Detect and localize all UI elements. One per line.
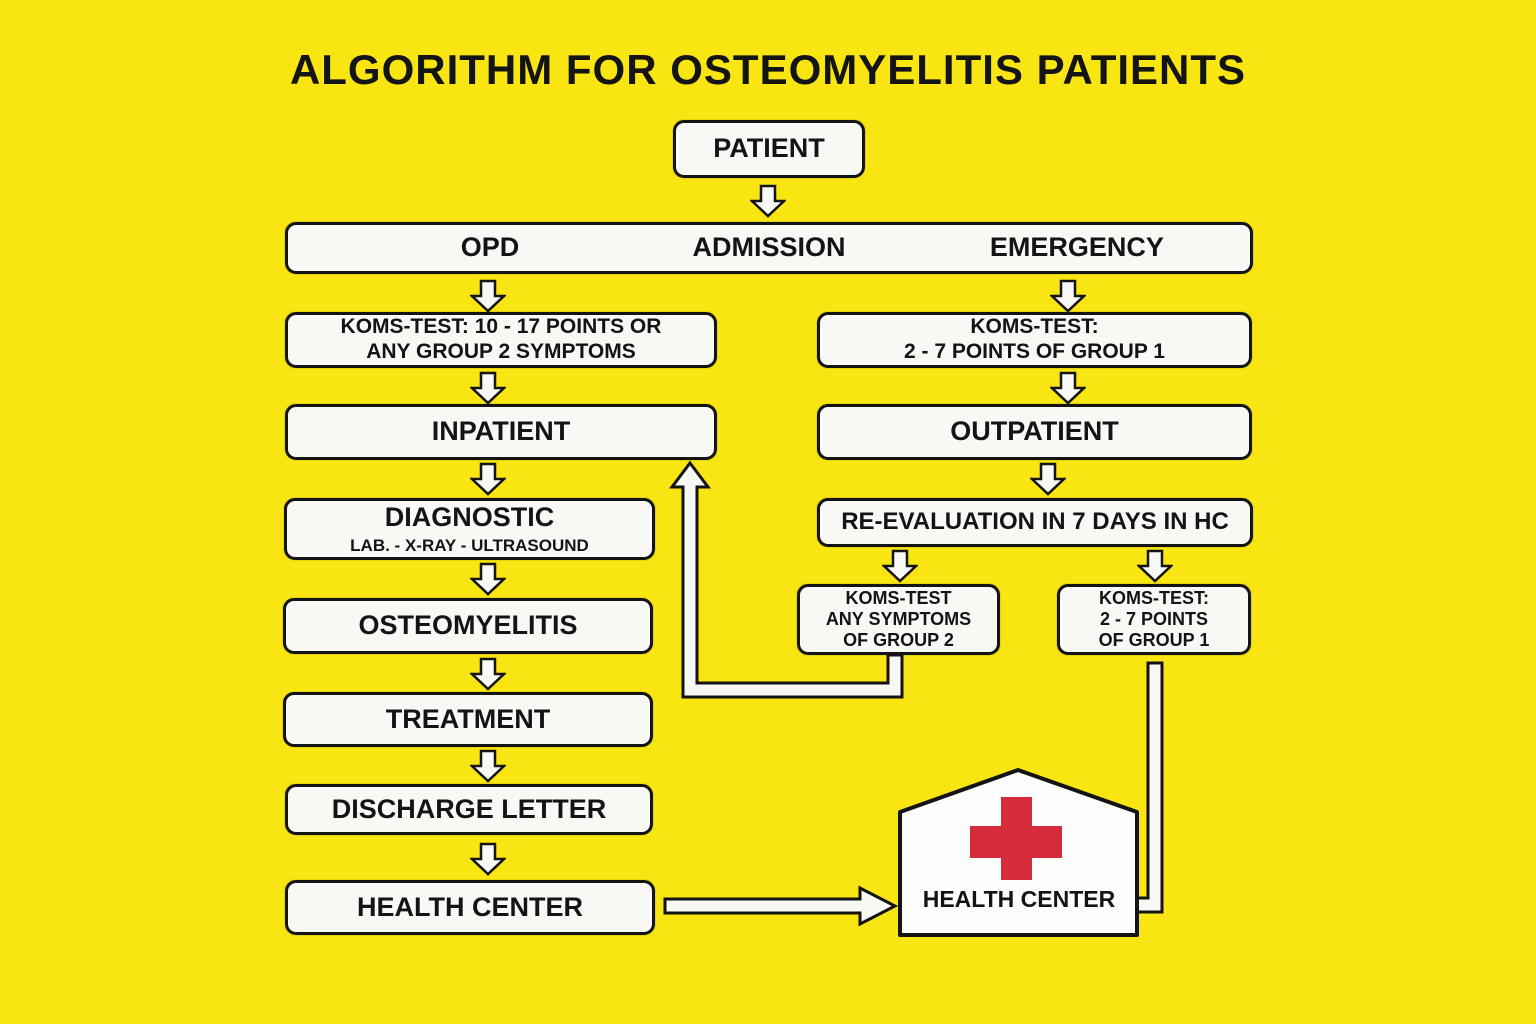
node-patient: PATIENT: [673, 120, 865, 178]
arrow-down-icon: [470, 657, 506, 691]
arrow-elbow-up-icon: [669, 460, 904, 699]
arrow-down-icon: [470, 842, 506, 876]
arrow-down-icon: [470, 371, 506, 405]
node-entry-modes: OPD ADMISSION EMERGENCY: [285, 222, 1253, 274]
arrow-down-icon: [1050, 279, 1086, 313]
koms-group2-line1: KOMS-TEST: [845, 587, 952, 608]
node-diagnostic: DIAGNOSTIC LAB. - X-RAY - ULTRASOUND: [284, 498, 655, 560]
node-koms-group2: KOMS-TEST ANY SYMPTOMS OF GROUP 2: [797, 584, 1000, 655]
node-treatment: TREATMENT: [283, 692, 653, 747]
node-health-center: HEALTH CENTER: [285, 880, 655, 935]
koms-inpatient-line2: ANY GROUP 2 SYMPTOMS: [366, 340, 636, 363]
node-outpatient-label: OUTPATIENT: [950, 416, 1119, 447]
koms-group1-line3: OF GROUP 1: [1098, 630, 1210, 651]
node-koms-test-inpatient: KOMS-TEST: 10 - 17 POINTS OR ANY GROUP 2…: [285, 312, 717, 368]
entry-admission-label: ADMISSION: [692, 232, 846, 263]
arrow-right-icon: [663, 885, 899, 927]
node-outpatient: OUTPATIENT: [817, 404, 1252, 460]
arrow-down-icon: [750, 184, 786, 218]
node-reevaluation: RE-EVALUATION IN 7 DAYS IN HC: [817, 498, 1253, 547]
node-koms-test-outpatient: KOMS-TEST: 2 - 7 POINTS OF GROUP 1: [817, 312, 1252, 368]
node-treatment-label: TREATMENT: [385, 703, 551, 734]
node-inpatient-label: INPATIENT: [431, 416, 571, 447]
arrow-down-icon: [470, 749, 506, 783]
arrow-down-icon: [1030, 462, 1066, 496]
health-center-building-icon: [898, 768, 1139, 937]
entry-opd-label: OPD: [460, 232, 520, 263]
arrow-down-icon: [1137, 549, 1173, 583]
arrow-down-icon: [1050, 371, 1086, 405]
entry-emergency-label: EMERGENCY: [989, 232, 1164, 263]
node-discharge-letter-label: DISCHARGE LETTER: [331, 793, 607, 824]
node-koms-group1: KOMS-TEST: 2 - 7 POINTS OF GROUP 1: [1057, 584, 1251, 655]
arrow-down-icon: [882, 549, 918, 583]
koms-group2-line3: OF GROUP 2: [843, 630, 954, 651]
node-health-center-label: HEALTH CENTER: [357, 891, 583, 922]
node-patient-label: PATIENT: [713, 133, 825, 164]
koms-inpatient-line1: KOMS-TEST: 10 - 17 POINTS OR: [340, 315, 662, 339]
arrow-down-icon: [470, 462, 506, 496]
page-title: ALGORITHM FOR OSTEOMYELITIS PATIENTS: [289, 46, 1247, 93]
node-inpatient: INPATIENT: [285, 404, 717, 460]
node-diagnostic-subtitle: LAB. - X-RAY - ULTRASOUND: [350, 535, 589, 555]
node-reevaluation-label: RE-EVALUATION IN 7 DAYS IN HC: [841, 508, 1229, 536]
health-center-building-label: HEALTH CENTER: [922, 886, 1116, 912]
koms-group2-line2: ANY SYMPTOMS: [825, 608, 972, 629]
koms-outpatient-line1: KOMS-TEST:: [970, 315, 1099, 339]
node-osteomyelitis: OSTEOMYELITIS: [283, 598, 653, 654]
koms-group1-line1: KOMS-TEST:: [1099, 587, 1209, 608]
node-osteomyelitis-label: OSTEOMYELITIS: [358, 610, 578, 641]
koms-outpatient-line2: 2 - 7 POINTS OF GROUP 1: [903, 340, 1165, 363]
koms-group1-line2: 2 - 7 POINTS: [1099, 608, 1209, 629]
node-diagnostic-title: DIAGNOSTIC: [384, 502, 555, 533]
arrow-down-icon: [470, 279, 506, 313]
node-discharge-letter: DISCHARGE LETTER: [285, 784, 653, 835]
arrow-down-icon: [470, 562, 506, 596]
